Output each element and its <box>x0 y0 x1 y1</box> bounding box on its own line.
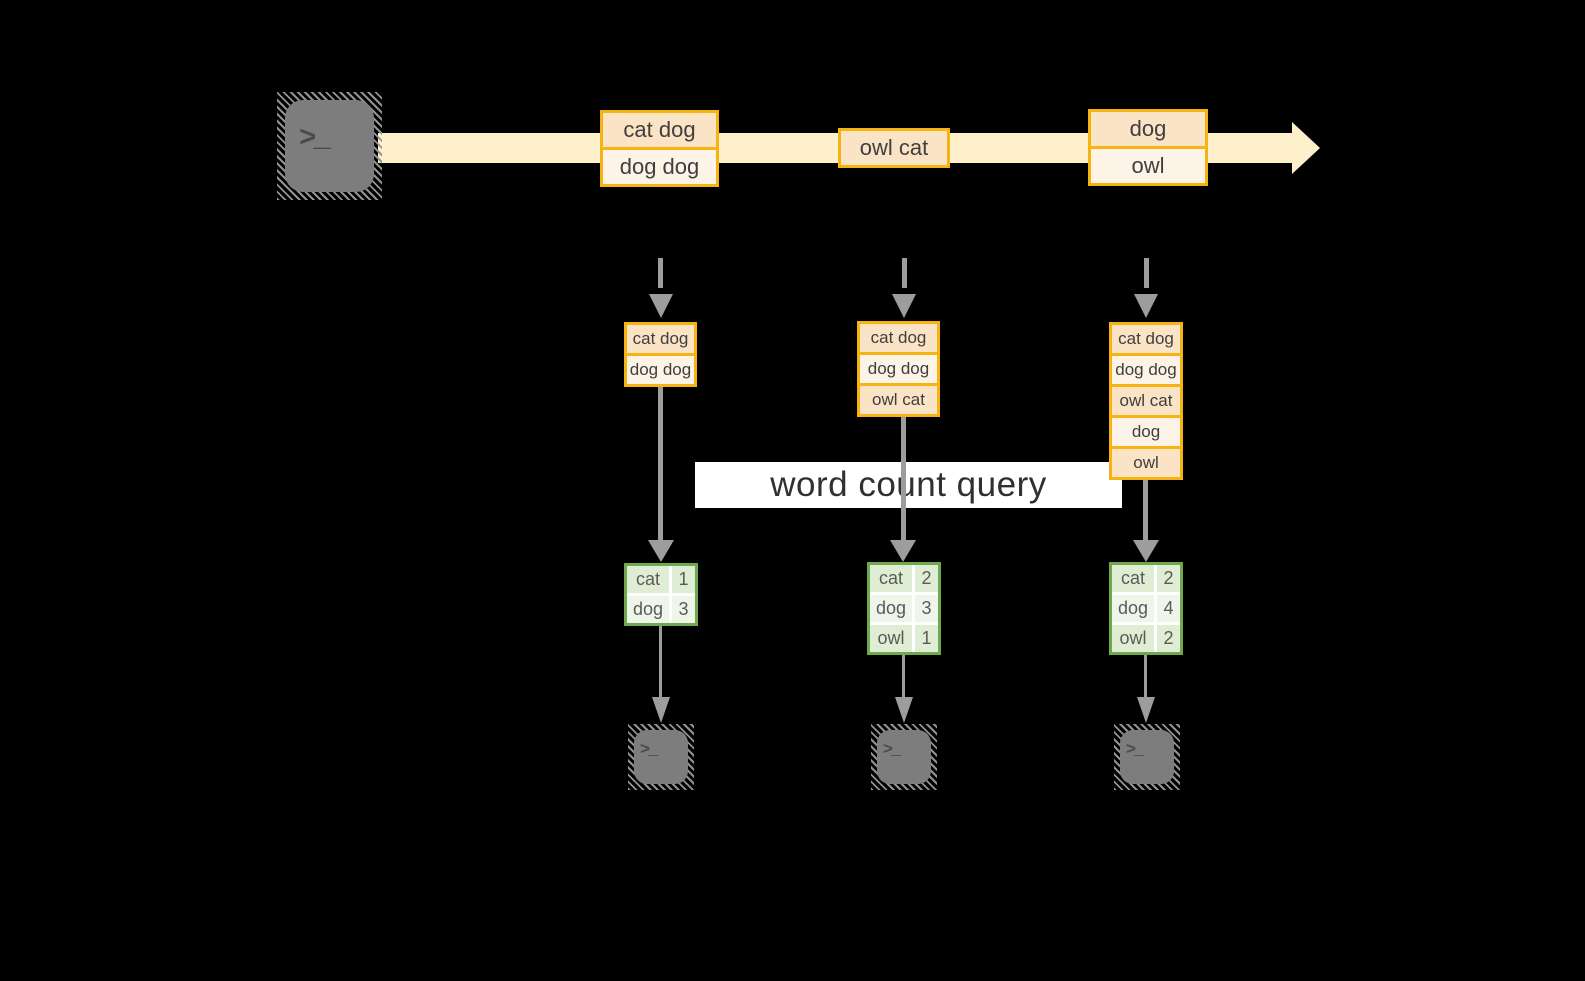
query-arrow <box>658 387 663 542</box>
record-stack-3: cat dog dog dog owl cat dog owl <box>1109 322 1183 480</box>
output-arrow-head-icon <box>895 697 913 723</box>
record-stack-1: cat dog dog dog <box>624 322 697 387</box>
word-cell: owl <box>870 625 912 652</box>
stack-row: cat dog <box>857 321 940 355</box>
terminal-icon-body <box>1120 730 1174 784</box>
word-cell: cat <box>870 565 912 592</box>
count-cell: 1 <box>672 566 695 593</box>
dashed-arrow-head-icon <box>649 294 673 318</box>
word-cell: cat <box>1112 565 1154 592</box>
query-arrow-head-icon <box>890 540 916 562</box>
query-arrow <box>901 417 906 542</box>
output-arrow-head-icon <box>652 697 670 723</box>
stack-row: dog <box>1109 415 1183 449</box>
query-label-band: word count query <box>695 462 1122 508</box>
output-arrow <box>902 655 905 697</box>
stream-event: dog dog <box>600 147 719 187</box>
dashed-arrow <box>658 258 663 292</box>
stack-row: cat dog <box>1109 322 1183 356</box>
stream-event: dog <box>1088 109 1208 149</box>
stack-row: owl <box>1109 446 1183 480</box>
terminal-prompt-glyph: >_ <box>882 740 901 760</box>
wordcount-table-3: cat 2 dog 4 owl 2 <box>1109 562 1183 655</box>
terminal-source-icon: >_ <box>277 92 382 200</box>
record-stack-2: cat dog dog dog owl cat <box>857 321 940 417</box>
stack-row: dog dog <box>1109 353 1183 387</box>
output-arrow-head-icon <box>1137 697 1155 723</box>
query-arrow-head-icon <box>1133 540 1159 562</box>
dashed-arrow-head-icon <box>892 294 916 318</box>
terminal-icon-body <box>285 100 374 192</box>
terminal-sink-icon: >_ <box>871 724 937 790</box>
count-cell: 3 <box>915 595 938 622</box>
word-cell: owl <box>1112 625 1154 652</box>
terminal-sink-icon: >_ <box>628 724 694 790</box>
output-arrow <box>1144 655 1147 697</box>
dashed-arrow-head-icon <box>1134 294 1158 318</box>
count-cell: 4 <box>1157 595 1180 622</box>
stream-batch-1: cat dog dog dog <box>600 110 719 187</box>
count-cell: 1 <box>915 625 938 652</box>
stream-event: cat dog <box>600 110 719 150</box>
count-cell: 2 <box>1157 565 1180 592</box>
terminal-prompt-glyph: >_ <box>1125 740 1144 760</box>
stack-row: cat dog <box>624 322 697 356</box>
dashed-arrow <box>1144 258 1149 292</box>
word-cell: dog <box>627 596 669 623</box>
wordcount-table-1: cat 1 dog 3 <box>624 563 698 626</box>
dashed-arrow <box>902 258 907 292</box>
count-cell: 3 <box>672 596 695 623</box>
stream-event: owl <box>1088 146 1208 186</box>
stream-batch-2: owl cat <box>838 128 950 168</box>
count-cell: 2 <box>915 565 938 592</box>
query-arrow <box>1143 480 1148 542</box>
terminal-sink-icon: >_ <box>1114 724 1180 790</box>
stack-row: owl cat <box>1109 384 1183 418</box>
stack-row: dog dog <box>624 353 697 387</box>
wordcount-table-2: cat 2 dog 3 owl 1 <box>867 562 941 655</box>
stream-batch-3: dog owl <box>1088 109 1208 186</box>
stack-row: dog dog <box>857 352 940 386</box>
stream-event: owl cat <box>838 128 950 168</box>
query-label: word count query <box>770 465 1047 504</box>
terminal-icon-body <box>877 730 931 784</box>
stream-arrow-head-icon <box>1292 122 1320 174</box>
terminal-icon-body <box>634 730 688 784</box>
word-cell: cat <box>627 566 669 593</box>
query-arrow-head-icon <box>648 540 674 562</box>
count-cell: 2 <box>1157 625 1180 652</box>
word-cell: dog <box>870 595 912 622</box>
stack-row: owl cat <box>857 383 940 417</box>
output-arrow <box>659 626 662 697</box>
word-cell: dog <box>1112 595 1154 622</box>
terminal-prompt-glyph: >_ <box>639 740 658 760</box>
terminal-prompt-glyph: >_ <box>299 122 331 156</box>
